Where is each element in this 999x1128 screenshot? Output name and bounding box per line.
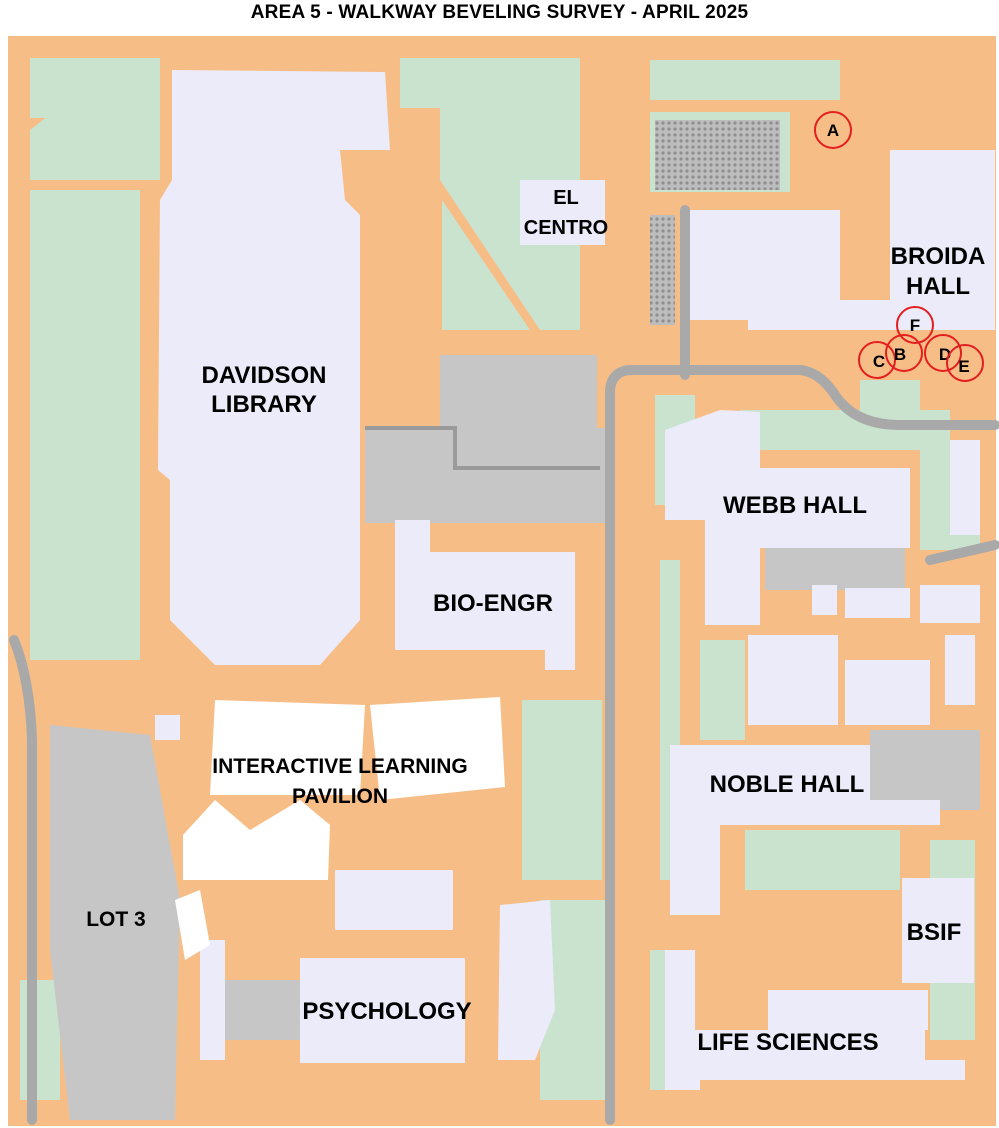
road-edges [365,426,600,470]
davidson-library-building [158,70,390,665]
label-psychology: PSYCHOLOGY [302,998,471,1025]
el-centro-building [520,180,605,245]
building-labels: EL CENTRO BROIDA HALL DAVIDSON LIBRARY W… [86,187,985,1056]
life-sciences-building [665,950,965,1090]
broida-hall-building [690,150,995,330]
survey-markers: A F C B D E [814,111,984,382]
label-life-sciences: LIFE SCIENCES [697,1029,878,1056]
noble-hall-building [670,745,940,915]
bio-engr-building [395,520,575,670]
label-broida-1: BROIDA [891,243,986,270]
marker-a[interactable]: A [814,111,852,149]
webb-hall-building [665,410,910,625]
roads [9,205,999,1125]
pavilion-buildings [175,697,505,960]
marker-a-label: A [827,121,839,140]
bsif-building [902,878,974,983]
label-bio-engr: BIO-ENGR [433,590,553,617]
label-noble-hall: NOBLE HALL [710,771,865,798]
buildings [155,70,995,1090]
marker-f-label: F [910,316,920,335]
psychology-building [300,958,465,1063]
marker-f[interactable]: F [896,306,934,344]
marker-b[interactable]: B [885,334,923,372]
marker-c[interactable]: C [858,341,896,379]
label-el-centro-1: EL [553,187,579,209]
label-ilp-2: PAVILION [292,785,388,808]
label-webb-hall: WEBB HALL [723,492,867,519]
label-ilp-1: INTERACTIVE LEARNING [212,755,468,778]
paved-areas [50,120,980,1120]
marker-e[interactable]: E [946,344,984,382]
label-bsif: BSIF [907,919,962,946]
map-title: AREA 5 - WALKWAY BEVELING SURVEY - APRIL… [250,2,749,23]
label-broida-2: HALL [906,273,970,300]
label-davidson-2: LIBRARY [211,391,317,418]
marker-e-label: E [958,357,969,376]
label-el-centro-2: CENTRO [524,217,608,239]
marker-b-label: B [894,345,906,364]
label-davidson-1: DAVIDSON [202,362,327,389]
marker-c-label: C [873,352,885,371]
label-lot-3: LOT 3 [86,908,146,931]
